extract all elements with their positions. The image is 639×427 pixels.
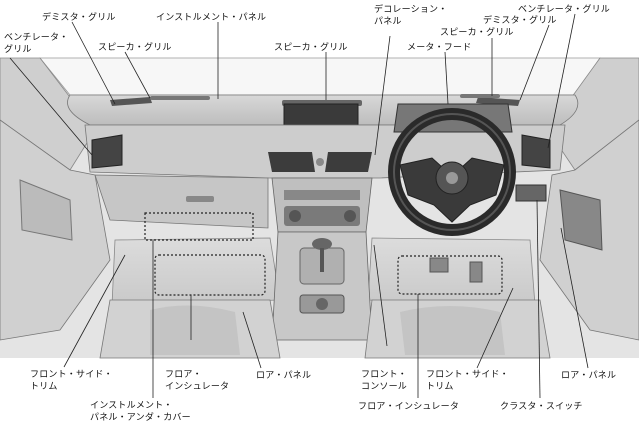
label-lower-panel-right: ロア・パネル (561, 370, 616, 382)
label-speaker-grille-center: スピーカ・グリル (274, 42, 348, 54)
vent-left (92, 135, 122, 168)
glovebox-handle (186, 196, 214, 202)
label-cluster-switch: クラスタ・スイッチ (500, 401, 583, 413)
speaker-grille-left (150, 96, 210, 100)
right-seat-cushion (400, 306, 505, 355)
label-demister-grille-right: デミスタ・グリル (483, 15, 557, 27)
label-instrument-panel-under-cover: インストルメント・ パネル・アンダ・カバー (90, 400, 191, 424)
label-floor-insulator-left: フロア・ インシュレータ (165, 369, 229, 393)
cluster-switch (516, 185, 546, 201)
climate-knob-left (289, 210, 301, 222)
steering-emblem-icon (446, 172, 458, 184)
label-front-side-trim-right: フロント・サイド・ トリム (426, 369, 509, 393)
glovebox (95, 175, 268, 228)
label-demister-grille-left: デミスタ・グリル (42, 12, 116, 24)
commander-knob (316, 298, 328, 310)
center-vent-left (268, 152, 315, 172)
label-lower-panel-center: ロア・パネル (256, 370, 311, 382)
label-front-side-trim-left: フロント・サイド・ トリム (30, 369, 113, 393)
vent-right (522, 135, 550, 168)
hazard-switch (316, 158, 324, 166)
label-speaker-grille-right: スピーカ・グリル (440, 27, 514, 39)
label-floor-insulator-center: フロア・インシュレータ (358, 401, 459, 413)
speaker-grille-right (460, 94, 500, 98)
label-front-console: フロント・ コンソール (361, 369, 407, 393)
audio-unit (284, 190, 360, 200)
windshield (40, 58, 600, 95)
center-vent-right (325, 152, 372, 172)
label-meter-hood: メータ・フード (407, 42, 471, 54)
climate-knob-right (344, 210, 356, 222)
label-instrument-panel: インストルメント・パネル (156, 12, 266, 24)
label-decoration-panel: デコレーション・ パネル (374, 4, 447, 28)
accelerator-pedal (470, 262, 482, 282)
label-speaker-grille-left: スピーカ・グリル (98, 42, 172, 54)
label-ventilator-grille-left: ベンチレータ・ グリル (4, 32, 68, 56)
brake-pedal (430, 258, 448, 272)
left-seat-cushion (150, 305, 240, 355)
